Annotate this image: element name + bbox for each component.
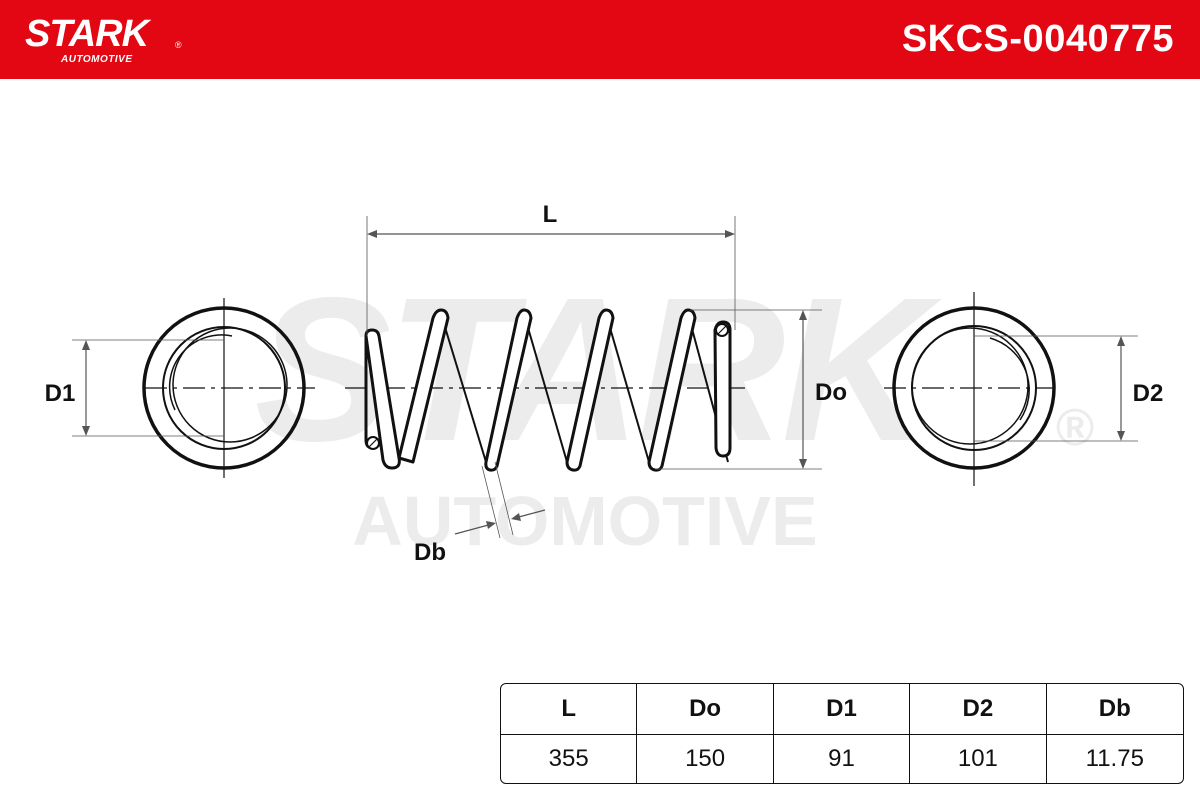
stark-logo: STARK ® AUTOMOTIVE xyxy=(25,14,185,68)
specs-header-db: Db xyxy=(1046,684,1183,735)
logo-sub-text: AUTOMOTIVE xyxy=(61,54,133,65)
label-d1: D1 xyxy=(45,380,76,407)
header-bar: STARK ® AUTOMOTIVE SKCS-0040775 xyxy=(0,0,1200,79)
part-number: SKCS-0040775 xyxy=(901,18,1174,60)
specs-value-row: 355 150 91 101 11.75 xyxy=(501,735,1183,783)
label-do: Do xyxy=(815,379,847,406)
specs-value-db: 11.75 xyxy=(1085,745,1144,772)
specs-header-l: L xyxy=(501,684,638,735)
specs-value-d2: 101 xyxy=(910,735,1047,783)
watermark-registered: ® xyxy=(1056,399,1094,457)
watermark-sub: AUTOMOTIVE xyxy=(352,482,817,560)
dimension-db xyxy=(454,461,546,539)
left-end-view xyxy=(72,298,315,478)
label-db: Db xyxy=(414,539,446,566)
logo-registered-mark: ® xyxy=(175,40,182,50)
right-end-view xyxy=(884,292,1138,486)
spring-side-view xyxy=(345,308,745,472)
specs-value-do: 150 xyxy=(637,735,774,783)
dimension-l xyxy=(366,216,736,336)
specs-value-d1: 91 xyxy=(774,735,911,783)
logo-brand-text: STARK xyxy=(25,13,149,55)
specs-header-d2: D2 xyxy=(910,684,1047,735)
specs-value-l: 355 xyxy=(501,735,638,783)
specs-header-do: Do xyxy=(637,684,774,735)
dimension-do xyxy=(655,309,822,470)
label-d2: D2 xyxy=(1133,380,1164,407)
spring-drawing: STARK AUTOMOTIVE ® D1 xyxy=(45,201,1164,566)
specs-header-row: L Do D1 D2 Db xyxy=(501,684,1183,735)
specs-table: L Do D1 D2 Db 355 150 91 101 11.75 xyxy=(500,683,1184,784)
specs-header-d1: D1 xyxy=(773,684,911,735)
label-l: L xyxy=(543,201,558,228)
